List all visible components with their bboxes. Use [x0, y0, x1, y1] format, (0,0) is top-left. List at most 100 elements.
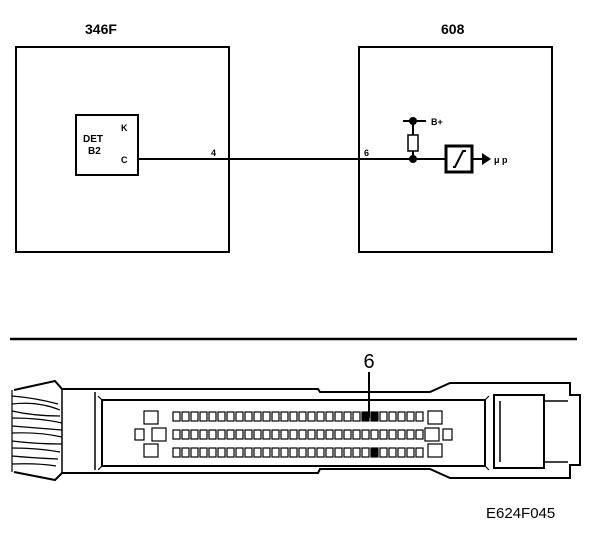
connector-pin [334, 429, 343, 440]
connector-pin [325, 429, 334, 440]
connector-pin [415, 429, 424, 440]
connector-pin [352, 411, 361, 422]
connector-pin [406, 411, 415, 422]
connector-pin [379, 411, 388, 422]
connector-pin [352, 447, 361, 458]
connector-pin [271, 429, 280, 440]
connector-pin [208, 411, 217, 422]
connector-pin [415, 447, 424, 458]
connector-pin [190, 447, 199, 458]
connector-callout-label: 6 [363, 351, 374, 373]
connector-pin [262, 447, 271, 458]
connector-pin [388, 411, 397, 422]
connector-large-pin [143, 410, 159, 425]
connector-pin [280, 429, 289, 440]
connector-pin [397, 447, 406, 458]
connector-pin [217, 447, 226, 458]
connector-pin [307, 411, 316, 422]
connector-pin [334, 447, 343, 458]
connector-pin [325, 411, 334, 422]
connector-pin [217, 429, 226, 440]
detector-pin-c: C [121, 155, 128, 165]
connector-pin [244, 411, 253, 422]
connector-pin [415, 411, 424, 422]
connector-large-pin [427, 443, 443, 458]
connector-pin [280, 411, 289, 422]
connector-large-pin [143, 443, 159, 458]
wire-bundle [11, 390, 63, 472]
connector-pin [208, 447, 217, 458]
output-arrow-icon [482, 153, 491, 165]
connector-pin [406, 429, 415, 440]
connector-pin [226, 447, 235, 458]
schmitt-trigger-icon [453, 150, 466, 168]
connector-pin [307, 447, 316, 458]
connector-housing [11, 379, 581, 482]
connector-pin [325, 447, 334, 458]
connector-key-slot [442, 428, 453, 441]
connector-pin [190, 411, 199, 422]
connector-pin [361, 429, 370, 440]
connector-pin [262, 429, 271, 440]
connector-pin [280, 447, 289, 458]
connector-pin [361, 411, 370, 422]
detector-pin-k: K [121, 123, 128, 133]
connector-pin [271, 411, 280, 422]
connector-pin [226, 429, 235, 440]
connector-pin [370, 411, 379, 422]
connector-pin [172, 411, 181, 422]
connector-pin [298, 429, 307, 440]
connector-key-slot [134, 428, 145, 441]
connector-pin [226, 411, 235, 422]
left-module-id: 346F [85, 21, 117, 37]
connector-pin [217, 411, 226, 422]
connector-pin [316, 411, 325, 422]
connector-pin [298, 447, 307, 458]
connector-pin [397, 411, 406, 422]
connector-pin [289, 447, 298, 458]
connector-pin [289, 411, 298, 422]
connector-pin [298, 411, 307, 422]
connector-pin [181, 411, 190, 422]
connector-pin [181, 447, 190, 458]
connector-pin [244, 447, 253, 458]
connector-pin-field [134, 410, 453, 458]
connector-pin [253, 429, 262, 440]
connector-pin [388, 429, 397, 440]
connector-pin [370, 429, 379, 440]
connector-pin [181, 429, 190, 440]
connector-pin [289, 429, 298, 440]
resistor-symbol [407, 134, 419, 152]
connector-pin [370, 447, 379, 458]
connector-large-pin [427, 410, 443, 425]
detector-label-line2: B2 [88, 146, 101, 157]
connector-pin [244, 429, 253, 440]
connector-pin [271, 447, 280, 458]
connector-pin [361, 447, 370, 458]
connector-pin [343, 429, 352, 440]
detector-label-line1: DET [83, 134, 103, 145]
connector-pin [379, 429, 388, 440]
connector-pin [397, 429, 406, 440]
connector-large-pin [151, 427, 167, 442]
connector-pin [316, 447, 325, 458]
connector-pin [262, 411, 271, 422]
left-wire-pin: 4 [211, 148, 216, 158]
connector-pin [199, 429, 208, 440]
output-label: μ p [494, 155, 508, 165]
connector-pin [235, 411, 244, 422]
right-module-id: 608 [441, 21, 465, 37]
connector-large-pin [424, 427, 440, 442]
connector-pin [307, 429, 316, 440]
connector-pin [199, 411, 208, 422]
connector-pin [190, 429, 199, 440]
connector-pin [388, 447, 397, 458]
connector-pin [334, 411, 343, 422]
connector-pin [172, 447, 181, 458]
connector-pin [235, 447, 244, 458]
supply-label: B+ [431, 117, 443, 127]
connector-pin [343, 411, 352, 422]
connector-pin [352, 429, 361, 440]
figure-code: E624F045 [486, 505, 555, 522]
